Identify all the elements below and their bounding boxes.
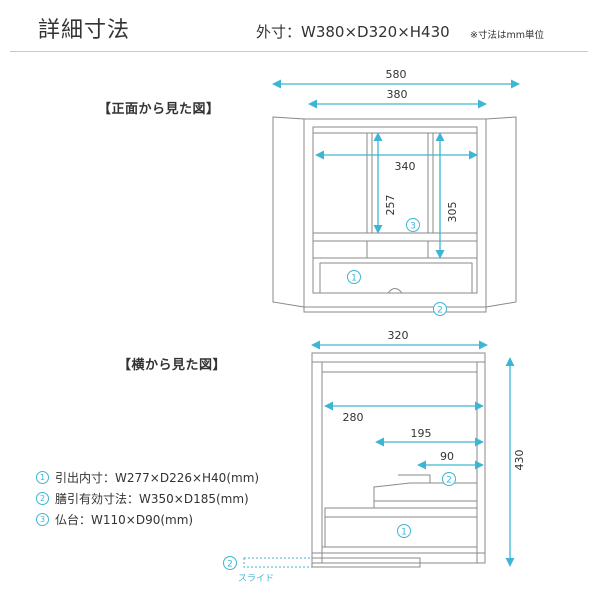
side-markers: 1 2 2 スライド bbox=[223, 472, 456, 584]
legend-text: 引出内寸：W277×D226×H40(mm) bbox=[55, 471, 260, 485]
front-left-door bbox=[272, 116, 305, 308]
header: 詳細寸法 外寸：W380×D320×H430 ※寸法はmm単位 bbox=[0, 0, 600, 52]
front-mark-3: 3 bbox=[410, 222, 416, 232]
side-slide-shelf bbox=[243, 557, 313, 568]
dim-label-380: 380 bbox=[387, 88, 408, 101]
legend-item: 1 引出内寸：W277×D226×H40(mm) bbox=[36, 467, 259, 488]
dim-label-340: 340 bbox=[395, 160, 416, 173]
side-view bbox=[243, 352, 486, 568]
dim-label-195: 195 bbox=[411, 427, 432, 440]
side-mark-2-upper: 2 bbox=[446, 476, 452, 486]
legend-text: 仏台：W110×D90(mm) bbox=[55, 513, 194, 527]
side-view-title: 【横から見た図】 bbox=[118, 358, 227, 373]
slide-label: スライド bbox=[238, 573, 274, 584]
dim-label-257: 257 bbox=[384, 195, 397, 216]
side-door-edge bbox=[311, 361, 323, 564]
front-dimensions bbox=[272, 79, 520, 259]
legend-mark: 1 bbox=[36, 471, 49, 484]
legend: 1 引出内寸：W277×D226×H40(mm) 2 膳引有効寸法：W350×D… bbox=[36, 467, 259, 530]
legend-item: 2 膳引有効寸法：W350×D185(mm) bbox=[36, 488, 259, 509]
legend-text: 膳引有効寸法：W350×D185(mm) bbox=[55, 492, 249, 506]
unit-note: ※寸法はmm単位 bbox=[470, 30, 544, 41]
front-mark-1: 1 bbox=[351, 274, 357, 284]
dim-label-305: 305 bbox=[446, 202, 459, 223]
dim-label-580: 580 bbox=[386, 68, 407, 81]
external-size: 外寸：W380×D320×H430 bbox=[256, 23, 450, 41]
side-top-board bbox=[311, 352, 486, 363]
side-mark-2-slide: 2 bbox=[227, 560, 233, 570]
header-divider bbox=[10, 51, 588, 52]
front-view-title: 【正面から見た図】 bbox=[98, 102, 220, 117]
side-dimensions bbox=[311, 340, 515, 567]
legend-mark: 2 bbox=[36, 492, 49, 505]
dim-label-280: 280 bbox=[343, 411, 364, 424]
front-view bbox=[272, 116, 517, 313]
front-altar-step bbox=[312, 232, 478, 242]
front-markers: 3 1 2 bbox=[347, 218, 447, 316]
legend-mark: 3 bbox=[36, 513, 49, 526]
dim-label-90: 90 bbox=[440, 450, 454, 463]
front-drawer bbox=[319, 262, 473, 294]
front-right-door bbox=[485, 116, 517, 308]
side-altar-step bbox=[373, 482, 478, 502]
side-mark-1: 1 bbox=[401, 528, 407, 538]
front-mark-2: 2 bbox=[437, 306, 443, 316]
page-title: 詳細寸法 bbox=[38, 18, 131, 43]
side-back-panel bbox=[476, 361, 486, 564]
front-base bbox=[303, 306, 487, 313]
dim-label-320: 320 bbox=[388, 329, 409, 342]
legend-item: 3 仏台：W110×D90(mm) bbox=[36, 509, 259, 530]
dim-label-430: 430 bbox=[513, 450, 526, 471]
